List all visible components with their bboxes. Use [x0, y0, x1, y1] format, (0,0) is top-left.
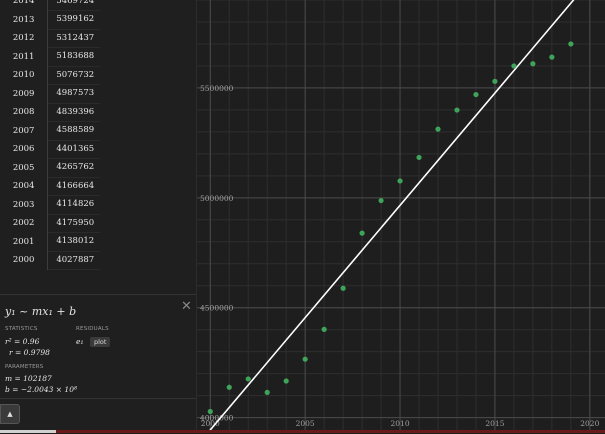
- value-cell[interactable]: 4265762: [48, 158, 100, 178]
- graph-canvas[interactable]: 2000 2005 2010 2015 2020 4000000 4500000 500000…: [197, 0, 605, 433]
- value-cell[interactable]: 4027887: [48, 251, 100, 270]
- residuals-label: RESIDUALS: [76, 326, 109, 332]
- year-cell[interactable]: 2013: [0, 10, 49, 29]
- x-tick-label: 2000: [201, 419, 220, 428]
- r-value: r = 0.9798: [9, 348, 50, 357]
- residual-variable: e₁: [76, 337, 84, 346]
- data-point: [283, 378, 289, 384]
- plot-residuals-button[interactable]: plot: [90, 337, 111, 347]
- value-cell[interactable]: 4166664: [48, 177, 100, 196]
- regression-line: [206, 0, 575, 433]
- data-point: [511, 63, 517, 69]
- data-point: [226, 384, 232, 390]
- year-cell[interactable]: 2009: [0, 84, 49, 103]
- data-point: [397, 178, 403, 184]
- slope-value: m = 102187: [5, 374, 52, 383]
- value-cell[interactable]: 4839396: [48, 103, 100, 122]
- bottom-status-bar: [0, 430, 605, 433]
- value-cell[interactable]: 4175950: [48, 214, 100, 233]
- r-squared-value: r² = 0.96: [5, 337, 40, 346]
- value-cell[interactable]: 4114826: [48, 195, 100, 215]
- data-point: [340, 285, 346, 291]
- intercept-value: b = −2.0043 × 10⁸: [5, 385, 77, 394]
- data-point: [302, 356, 308, 362]
- data-point: [473, 91, 479, 98]
- regression-panel: y₁ ~ mx₁ + b ✕ STATISTICS RESIDUALS r² =…: [0, 294, 196, 399]
- data-point: [435, 126, 441, 132]
- x-tick-label: 2020: [580, 419, 599, 428]
- y-tick-label: 5000000: [200, 194, 234, 203]
- data-point: [378, 197, 384, 204]
- year-cell[interactable]: 2006: [0, 140, 49, 159]
- year-cell[interactable]: 2003: [0, 195, 49, 214]
- year-cell[interactable]: 2008: [0, 103, 49, 122]
- y-tick-label: 5500000: [200, 84, 234, 93]
- statistics-label: STATISTICS: [5, 326, 38, 332]
- year-cell[interactable]: 2012: [0, 29, 49, 48]
- x-tick-label: 2015: [485, 419, 504, 428]
- data-point: [454, 107, 460, 113]
- x-tick-label: 2005: [296, 419, 315, 428]
- value-cell[interactable]: 4138012: [48, 232, 100, 252]
- x-tick-label: 2010: [391, 419, 410, 428]
- year-cell[interactable]: 2001: [0, 232, 49, 251]
- y-tick-label: 4500000: [200, 304, 234, 313]
- data-point: [321, 326, 327, 332]
- year-cell[interactable]: 2004: [0, 177, 49, 196]
- year-cell[interactable]: 2002: [0, 214, 49, 233]
- parameters-label: PARAMETERS: [5, 364, 44, 370]
- panel-footer: ▲: [0, 398, 196, 434]
- year-cell[interactable]: 2014: [0, 0, 49, 11]
- value-cell[interactable]: 5312437: [48, 29, 100, 48]
- y-tick-label: 4000000: [200, 414, 234, 423]
- year-cell[interactable]: 2000: [0, 251, 49, 270]
- value-cell[interactable]: 5183688: [48, 47, 100, 67]
- status-bar-highlight: [0, 430, 56, 433]
- data-point: [549, 54, 555, 60]
- year-cell[interactable]: 2010: [0, 66, 49, 85]
- year-cell[interactable]: 2005: [0, 158, 49, 177]
- data-point: [359, 230, 365, 236]
- year-cell[interactable]: 2011: [0, 47, 49, 66]
- data-point: [568, 41, 574, 47]
- data-point: [207, 408, 213, 415]
- data-point: [245, 376, 251, 382]
- data-point: [530, 61, 536, 67]
- value-cell[interactable]: 4588589: [48, 121, 100, 141]
- value-cell[interactable]: 4401365: [48, 140, 100, 159]
- regression-formula[interactable]: y₁ ~ mx₁ + b: [5, 305, 77, 318]
- data-point: [264, 389, 270, 395]
- value-cell[interactable]: 5399162: [48, 10, 100, 30]
- value-cell[interactable]: 5076732: [48, 66, 100, 85]
- collapse-arrow-icon[interactable]: ▲: [0, 404, 20, 424]
- value-cell[interactable]: 5469724: [48, 0, 100, 11]
- value-cell[interactable]: 4987573: [48, 84, 100, 104]
- close-icon[interactable]: ✕: [181, 299, 192, 314]
- year-cell[interactable]: 2007: [0, 121, 49, 140]
- data-point: [416, 154, 422, 161]
- data-point: [492, 78, 498, 84]
